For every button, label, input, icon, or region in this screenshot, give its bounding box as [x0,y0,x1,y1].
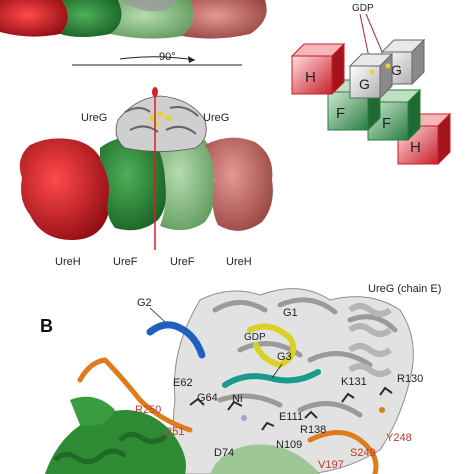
label-ni: Ni [232,393,242,405]
label-r130: R130 [397,373,423,385]
schematic-g-left: G [359,76,370,92]
label-l251: L251 [160,426,184,438]
panel-b-structure [45,288,414,474]
label-r250: R250 [135,404,161,416]
ureh-left-surface [19,138,111,240]
label-s249: S249 [350,447,376,459]
schematic-h-left: H [305,69,316,86]
label-k131: K131 [341,376,367,388]
schematic-g-right: G [391,62,402,78]
schematic-h-right: H [410,139,421,156]
schematic-gdp-label: GDP [352,3,374,14]
label-n109: N109 [276,439,302,451]
label-gdp: GDP [244,332,266,343]
label-r138: R138 [300,424,326,436]
uref-right-surface [155,135,215,231]
panel-b-letter: B [40,316,53,336]
ureh-right-surface [205,137,273,231]
label-ureh-right: UreH [226,256,252,268]
label-chain: UreG (chain E) [368,283,441,295]
schematic-f-right: F [382,115,391,132]
rotation-arrow: 90° [72,51,242,66]
top-view-surface [0,0,267,39]
label-g3: G3 [277,351,292,363]
label-e62: E62 [173,377,193,389]
label-ureg-left: UreG [81,112,107,124]
label-g1: G1 [283,307,298,319]
label-e111: E111 [279,411,303,423]
uref-left-surface [100,137,167,231]
ureg-dimer-cartoon [115,95,207,152]
cube-schematic: GDP H F F H G G [290,3,452,166]
side-view-surface [19,87,273,250]
label-v197: V197 [318,459,344,471]
label-d74: D74 [214,447,234,459]
label-uref-right: UreF [170,256,195,268]
label-uref-left: UreF [113,256,138,268]
rotation-label: 90° [159,51,176,63]
label-g2: G2 [137,297,152,309]
label-ureg-right: UreG [203,112,229,124]
label-ureh-left: UreH [55,256,81,268]
label-y248: Y248 [386,432,412,444]
schematic-f-left: F [336,105,345,122]
label-g64: G64 [197,392,218,404]
